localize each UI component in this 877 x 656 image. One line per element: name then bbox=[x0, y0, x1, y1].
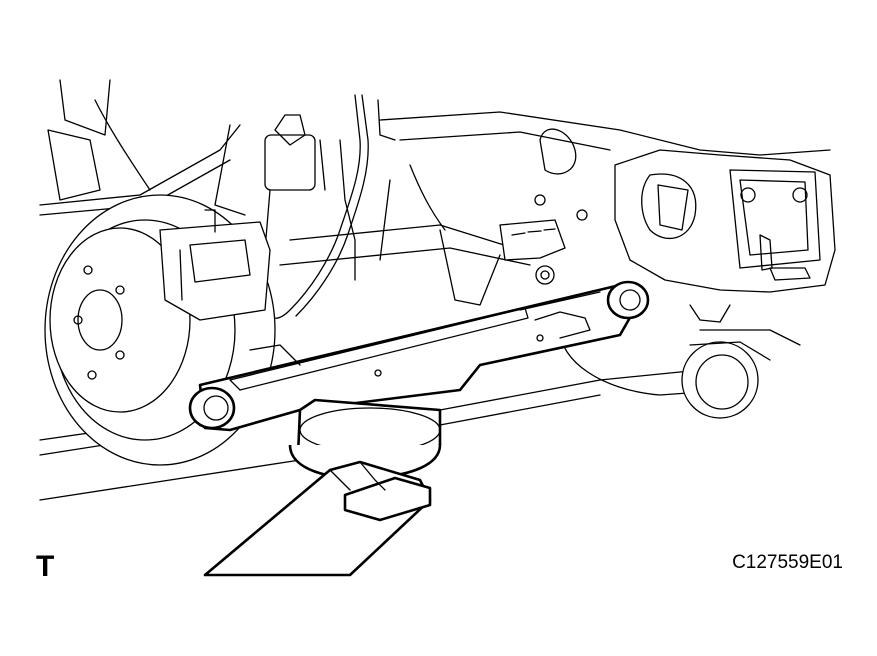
part-code: C127559E01 bbox=[732, 552, 843, 573]
corner-label: T bbox=[36, 550, 55, 583]
upper-bracket bbox=[499, 128, 588, 285]
arm-bolts bbox=[188, 280, 650, 430]
brake-lines bbox=[249, 94, 396, 319]
brake-caliper bbox=[159, 209, 271, 321]
exhaust-pipe bbox=[681, 341, 771, 419]
floor-jack bbox=[203, 398, 442, 577]
subframe-bracket bbox=[614, 149, 836, 293]
